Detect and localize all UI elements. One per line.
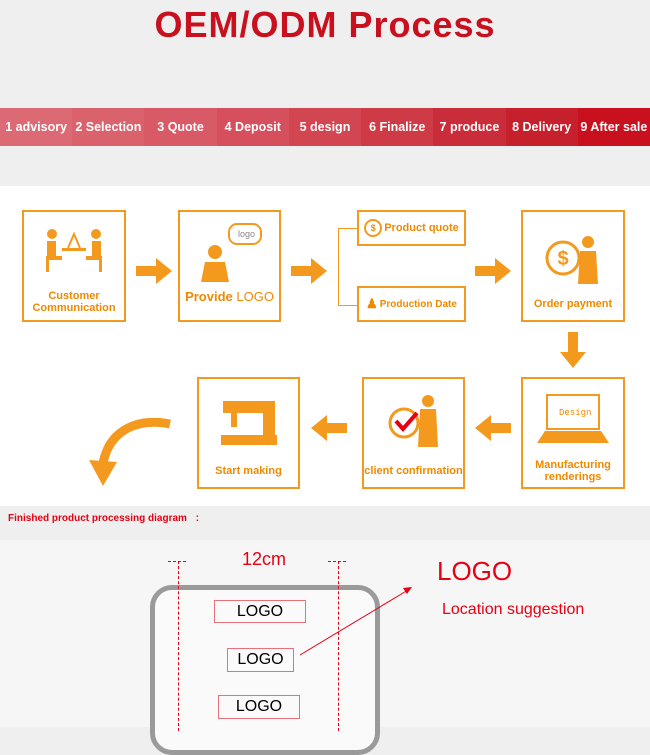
person-speech-icon [200,223,262,282]
logo-box-top: LOGO [214,600,306,623]
dim-line [338,561,339,731]
manufacturing-renderings-label: Manufacturing renderings [535,459,611,483]
client-confirmation-box: client confirmation [362,377,465,489]
svg-text:$: $ [557,248,568,270]
step-9: 9 After sale [577,108,650,146]
logo-box-middle: LOGO [227,648,294,672]
order-payment-box: $ Order payment [521,210,625,322]
step-2: 2 Selection [72,108,145,146]
order-payment-label: Order payment [533,298,613,310]
provide-label: Provide [185,289,237,304]
customer-communication-box: Customer Communication [22,210,126,322]
dim-tick [168,561,186,562]
logo-title: LOGO [437,556,513,586]
design-screen-text: Design [559,408,592,418]
production-date-label: Production Date [379,298,457,310]
diagram-label-text: Finished product processing diagram [8,513,187,524]
customer-communication-label: Customer Communication [32,290,116,314]
meeting-icon [46,229,102,272]
diagram-colon: : [195,513,200,524]
coins-icon: $ [364,219,383,237]
step-1: 1 advisory [0,108,73,146]
location-suggestion: Location suggestion [442,601,585,618]
logo-box-bottom: LOGO [218,695,300,719]
step-6: 6 Finalize [361,108,434,146]
start-making-box: Start making [197,377,300,489]
provide-logo-box: logo Provide LOGO [178,210,281,322]
logo-label: LOGO [236,289,274,304]
laptop-icon [537,394,609,443]
step-4: 4 Deposit [216,108,289,146]
product-quote-label: Product quote [384,222,459,234]
start-making-label: Start making [215,465,282,477]
checkmark-person-icon [388,395,438,447]
client-confirmation-label: client confirmation [364,465,463,477]
dim-line [178,561,179,731]
product-quote-box: $Product quote [357,210,466,246]
logo-bubble-text: logo [238,229,256,239]
manufacturing-renderings-box: Design Manufacturing renderings [521,377,625,489]
page-title: OEM/ODM Process [154,4,496,45]
person-icon: ♟ [366,296,378,311]
width-label: 12cm [242,549,287,569]
dim-tick [328,561,346,562]
payment-icon: $ [545,236,598,284]
process-steps-bar: 1 advisory 2 Selection 3 Quote 4 Deposit… [0,108,650,146]
step-8: 8 Delivery [505,108,578,146]
step-3: 3 Quote [144,108,217,146]
product-image: 12cm LOGO LOGO LOGO LOGO Location sugges… [0,540,650,755]
production-date-box: ♟Production Date [357,286,466,322]
diagram-label: Finished product processing diagram : [8,513,199,524]
pointer-arrow-icon [299,587,412,656]
step-7: 7 produce [433,108,506,146]
step-5: 5 design [288,108,362,146]
bracket-line [338,228,359,306]
sewing-machine-icon [220,401,277,445]
